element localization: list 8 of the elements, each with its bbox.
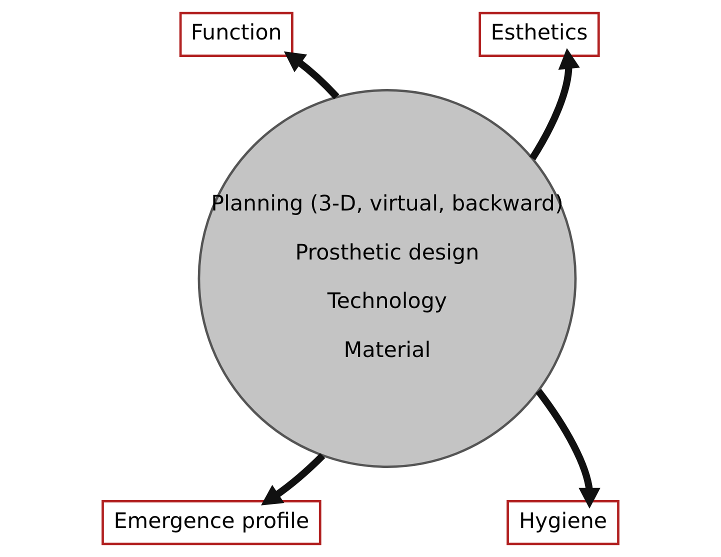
node-box: Function xyxy=(179,12,294,57)
node-box: Hygiene xyxy=(506,500,620,546)
arrow xyxy=(536,388,600,509)
node-box: Esthetics xyxy=(478,12,600,57)
node-box: Emergence profile xyxy=(102,500,322,546)
arrow xyxy=(284,51,340,100)
arrow xyxy=(529,48,580,160)
arrow xyxy=(261,453,326,506)
